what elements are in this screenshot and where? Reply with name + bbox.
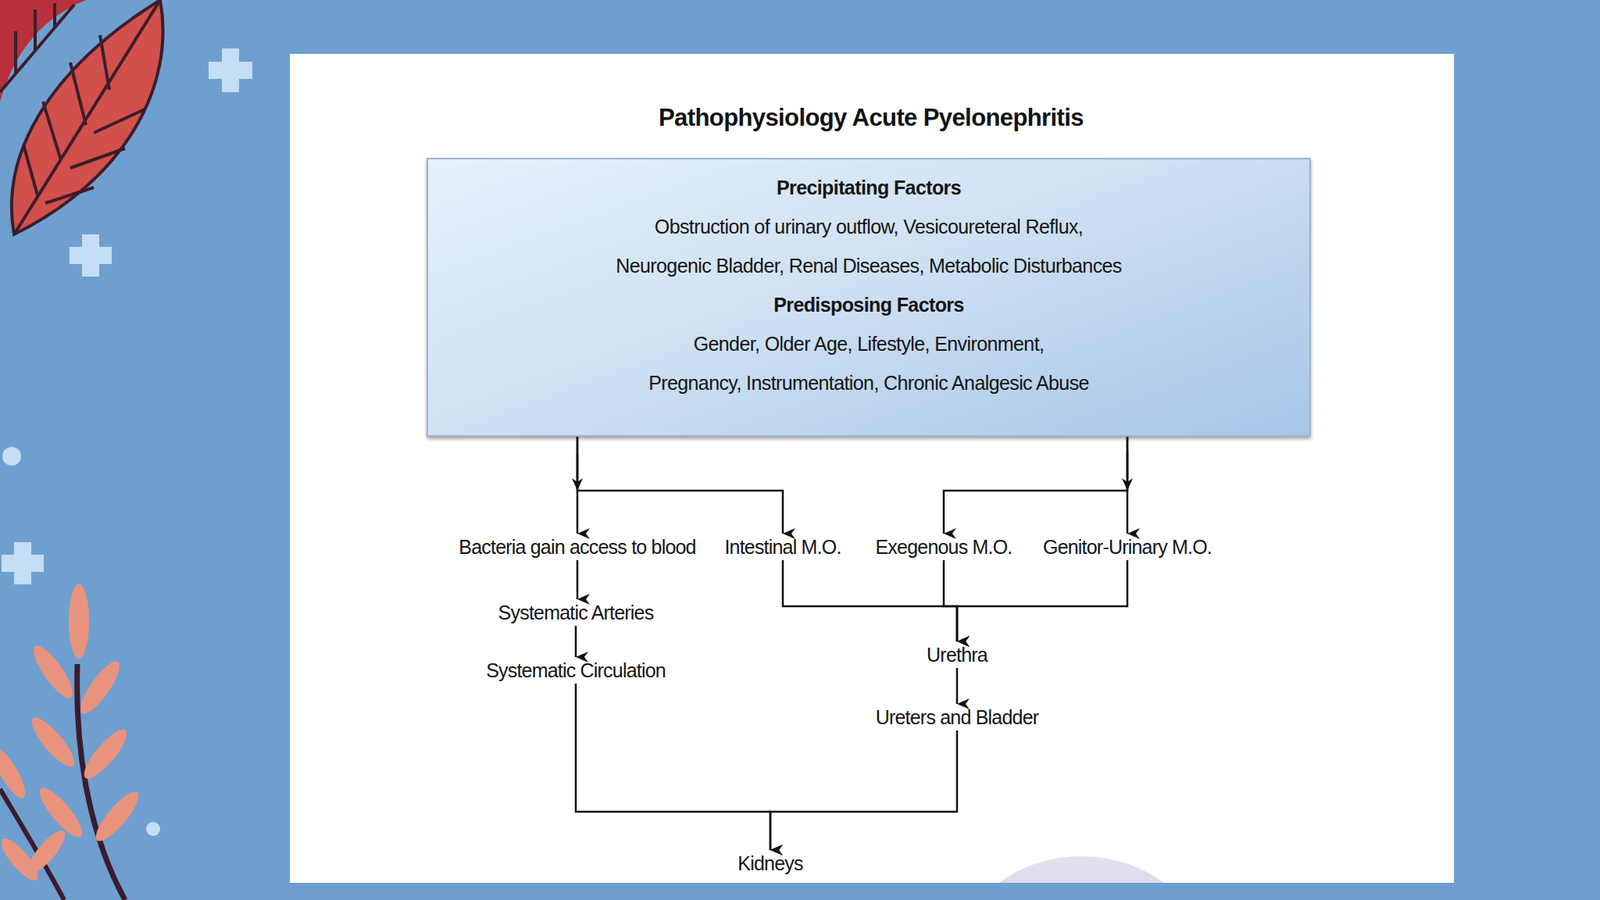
branch (0, 583, 145, 900)
drop-tick (576, 453, 579, 479)
flow-arrow (575, 625, 578, 658)
flow-arrow (575, 683, 771, 850)
leaf (0, 744, 32, 802)
leaf (74, 656, 126, 718)
plus-sign (208, 48, 253, 93)
flow-arrow (957, 560, 1128, 642)
step-label: Systematic Circulation (485, 658, 666, 683)
flow-arrow (770, 730, 958, 850)
step-label: Genitor-Urinary M.O. (1042, 535, 1212, 559)
branch-leaves (0, 583, 145, 886)
flow-step: Bacteria gain access to blood (457, 533, 697, 561)
leaf (11, 0, 164, 235)
leaf (0, 833, 43, 886)
diagram-title: Pathophysiology Acute Pyelonephritis (658, 103, 1084, 133)
step-label: Kidneys (737, 851, 803, 875)
flow-step: Genitor-Urinary M.O. (1041, 533, 1214, 561)
flow-step: Urethra (925, 641, 990, 668)
dot (2, 446, 22, 466)
leaf (25, 712, 81, 773)
flow-arrow (956, 667, 959, 704)
flow-step: Ureters and Bladder (874, 703, 1041, 731)
drop-tick (1126, 453, 1129, 479)
bus-arrowhead (1121, 478, 1133, 491)
plus-signs (1, 48, 253, 836)
step-label: Exegenous M.O. (875, 535, 1012, 559)
factors-box: Precipitating FactorsObstruction of urin… (426, 157, 1311, 437)
grey-orb (964, 856, 1199, 883)
dot (146, 821, 161, 836)
bus-arrowhead (571, 478, 583, 491)
flow-step: Intestinal M.O. (722, 533, 843, 561)
leaf-cluster (0, 0, 164, 235)
step-label: Bacteria gain access to blood (458, 535, 696, 559)
leaf-outline (11, 0, 164, 235)
flow-arrow (576, 436, 579, 534)
step-label: Systematic Arteries (498, 600, 654, 625)
flow-step: Systematic Circulation (484, 657, 668, 684)
flow-arrow (577, 436, 783, 534)
plus-sign (69, 234, 112, 277)
flow-arrow (943, 436, 1128, 534)
flow-step: Kidneys (735, 850, 804, 877)
step-label: Urethra (926, 642, 988, 667)
plus-sign (1, 542, 44, 585)
section-body: Gender, Older Age, Lifestyle, Environmen… (587, 324, 1150, 403)
section-body: Obstruction of urinary outflow, Vesicour… (587, 207, 1150, 286)
section-heading: Predisposing Factors (773, 285, 965, 325)
flow-step: Exegenous M.O. (873, 533, 1014, 561)
leaf (89, 786, 145, 847)
flow-step: Systematic Arteries (496, 599, 656, 626)
step-label: Ureters and Bladder (875, 705, 1040, 729)
flow-arrow (1126, 436, 1129, 534)
flow-arrow (576, 560, 579, 600)
leaf (27, 640, 79, 703)
flow-arrow (782, 560, 958, 642)
leaf (78, 724, 133, 785)
section-heading: Precipitating Factors (776, 167, 961, 208)
flow-arrow (943, 560, 958, 642)
step-label: Intestinal M.O. (724, 535, 841, 559)
leaf (68, 583, 90, 659)
